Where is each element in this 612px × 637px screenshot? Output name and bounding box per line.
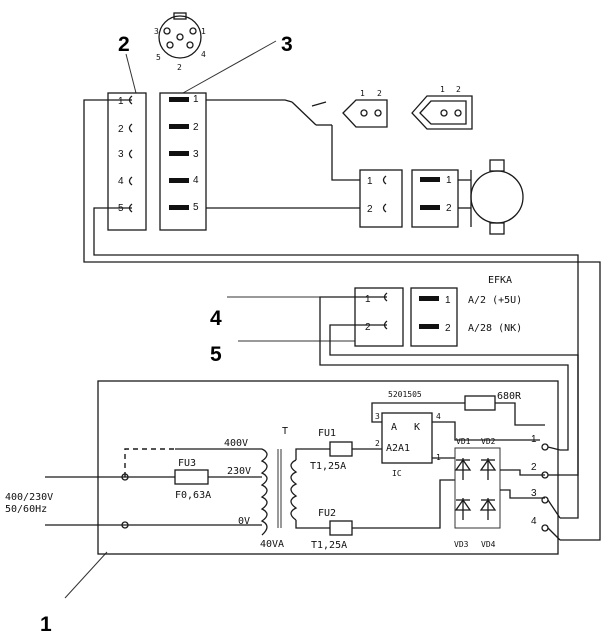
transformer bbox=[260, 448, 298, 536]
fuse-fu1 bbox=[329, 441, 353, 457]
motor bbox=[470, 159, 524, 235]
diode-vd3-label: VD3 bbox=[454, 540, 469, 549]
ic-part-number: 5201505 bbox=[388, 390, 422, 399]
plug-large: 1 2 bbox=[411, 85, 473, 130]
resistor bbox=[464, 395, 496, 411]
connector-pin-label: 4 bbox=[193, 175, 199, 186]
din-pin-label: 2 bbox=[177, 63, 182, 72]
output-terminals: 1 2 3 4 bbox=[531, 434, 549, 532]
fu3-rating: F0,63A bbox=[175, 490, 211, 501]
callout-1: 1 bbox=[40, 613, 52, 636]
fu1-label: FU1 bbox=[318, 428, 336, 439]
motor-pin-label: 2 bbox=[446, 203, 452, 214]
fu3-label: FU3 bbox=[178, 458, 196, 469]
leader-line-2 bbox=[125, 53, 137, 94]
fu2-label: FU2 bbox=[318, 508, 336, 519]
wire-pin5 bbox=[93, 207, 579, 519]
terminal-label: 2 bbox=[531, 462, 537, 473]
callout-4: 4 bbox=[210, 307, 222, 330]
tap-230v: 230V bbox=[227, 466, 251, 477]
plug-pin-label: 1 bbox=[440, 85, 445, 94]
efka-pin-label: 1 bbox=[365, 294, 371, 305]
motor-pin-label: 2 bbox=[367, 204, 373, 215]
callout-3: 3 bbox=[281, 33, 293, 56]
plug-pin-label: 2 bbox=[456, 85, 461, 94]
motor-connector-female: 1 2 bbox=[359, 169, 403, 228]
din-socket: 3 1 5 4 2 bbox=[154, 12, 206, 72]
ic-label: IC bbox=[392, 469, 402, 478]
diode-vd1-label: VD1 bbox=[456, 437, 471, 446]
fu1-rating: T1,25A bbox=[310, 461, 346, 472]
connector-female-5pin: 1 2 3 4 5 bbox=[107, 92, 147, 231]
resistor-value: 680R bbox=[497, 391, 522, 402]
efka-a2-label: A/2 (+5U) bbox=[468, 295, 522, 306]
efka-pin-label: 2 bbox=[445, 323, 451, 334]
connector-pin-label: 3 bbox=[118, 149, 124, 160]
connector-pin-label: 5 bbox=[193, 202, 199, 213]
fuse-fu2 bbox=[329, 520, 353, 536]
connector-pin-label: 2 bbox=[193, 122, 199, 133]
motor-connector-male: 1 2 bbox=[411, 169, 459, 228]
plug-pin-label: 2 bbox=[377, 89, 382, 98]
terminal-label: 4 bbox=[531, 516, 537, 527]
fuse-fu3 bbox=[174, 469, 209, 485]
mains-voltage-label: 400/230V bbox=[5, 492, 53, 503]
wire-efka-1 bbox=[319, 296, 569, 451]
wire-pin1 bbox=[83, 99, 601, 541]
power-supply-box bbox=[97, 380, 559, 555]
terminal-label: 3 bbox=[531, 488, 537, 499]
efka-a28-label: A/28 (NK) bbox=[468, 323, 522, 334]
callout-2: 2 bbox=[118, 33, 130, 56]
fu2-rating: T1,25A bbox=[311, 540, 347, 551]
din-pin-label: 5 bbox=[156, 53, 161, 62]
ic-a2a1: A K A2A1 IC 2 3 4 1 bbox=[375, 412, 441, 478]
connector-pin-label: 4 bbox=[118, 176, 124, 187]
tap-400v: 400V bbox=[224, 438, 248, 449]
diode-vd4-label: VD4 bbox=[481, 540, 496, 549]
wire-efka-2 bbox=[329, 324, 579, 476]
din-pin-label: 4 bbox=[201, 50, 206, 59]
efka-title: EFKA bbox=[488, 275, 512, 286]
din-pin-label: 1 bbox=[201, 27, 206, 36]
efka-pin-label: 1 bbox=[445, 295, 451, 306]
leader-line-1 bbox=[64, 551, 108, 599]
terminal-label: 1 bbox=[531, 434, 537, 445]
connector-pin-label: 1 bbox=[118, 96, 124, 107]
din-pin-label: 3 bbox=[154, 27, 159, 36]
plug-pin-label: 1 bbox=[360, 89, 365, 98]
transformer-label: T bbox=[282, 426, 288, 437]
mains-frequency-label: 50/60Hz bbox=[5, 504, 47, 515]
plug-small: 1 2 bbox=[342, 89, 388, 128]
ic-pin4: 4 bbox=[436, 412, 441, 421]
efka-pin-label: 2 bbox=[365, 322, 371, 333]
callout-5: 5 bbox=[210, 343, 222, 366]
efka-connector: EFKA 1 2 1 2 A/2 (+5U) A/28 (NK) bbox=[354, 275, 522, 347]
diode-vd2-label: VD2 bbox=[481, 437, 496, 446]
switch bbox=[291, 101, 332, 126]
ic-name: A2A1 bbox=[386, 443, 410, 454]
leader-line-3 bbox=[182, 40, 277, 94]
connector-pin-label: 2 bbox=[118, 124, 124, 135]
ic-cathode: K bbox=[414, 422, 420, 433]
connector-male-5pin: 1 2 3 4 5 bbox=[159, 92, 207, 231]
ic-pin3: 3 bbox=[375, 412, 380, 421]
motor-pin-label: 1 bbox=[367, 176, 373, 187]
tap-0v: 0V bbox=[238, 516, 250, 527]
ic-anode: A bbox=[391, 422, 397, 433]
connector-pin-label: 1 bbox=[193, 94, 199, 105]
motor-pin-label: 1 bbox=[446, 175, 452, 186]
bridge-rectifier: VD1 VD2 VD3 VD4 bbox=[454, 437, 501, 549]
transformer-va: 40VA bbox=[260, 539, 284, 550]
connector-pin-label: 3 bbox=[193, 149, 199, 160]
ic-pin2: 2 bbox=[375, 439, 380, 448]
